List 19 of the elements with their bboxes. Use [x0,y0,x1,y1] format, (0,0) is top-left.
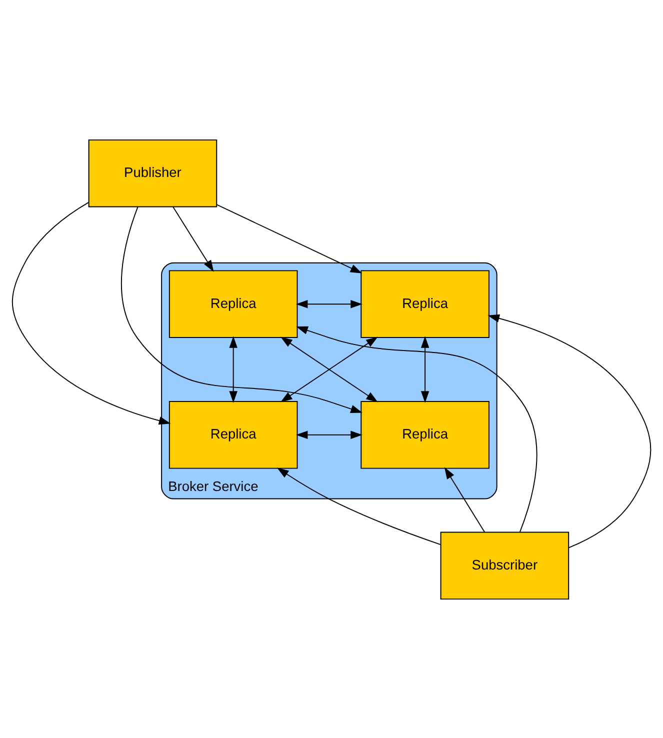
arrow [488,314,652,548]
node-box: Replica [360,400,490,468]
arrow [229,336,238,402]
arrow [296,299,362,308]
arrow [216,204,362,273]
node-box: Replica [168,400,298,468]
arrow [12,201,171,424]
node-box: Replica [168,270,298,338]
node-box: Subscriber [440,531,570,600]
arrow [276,467,441,545]
arrow [420,336,430,402]
arrow [296,326,538,532]
arrow [296,430,362,439]
node-box: Replica [360,270,490,338]
arrow [280,336,378,402]
arrow [172,206,214,272]
arrow [120,206,362,412]
arrow [444,466,486,532]
node-box: Publisher [88,138,218,207]
